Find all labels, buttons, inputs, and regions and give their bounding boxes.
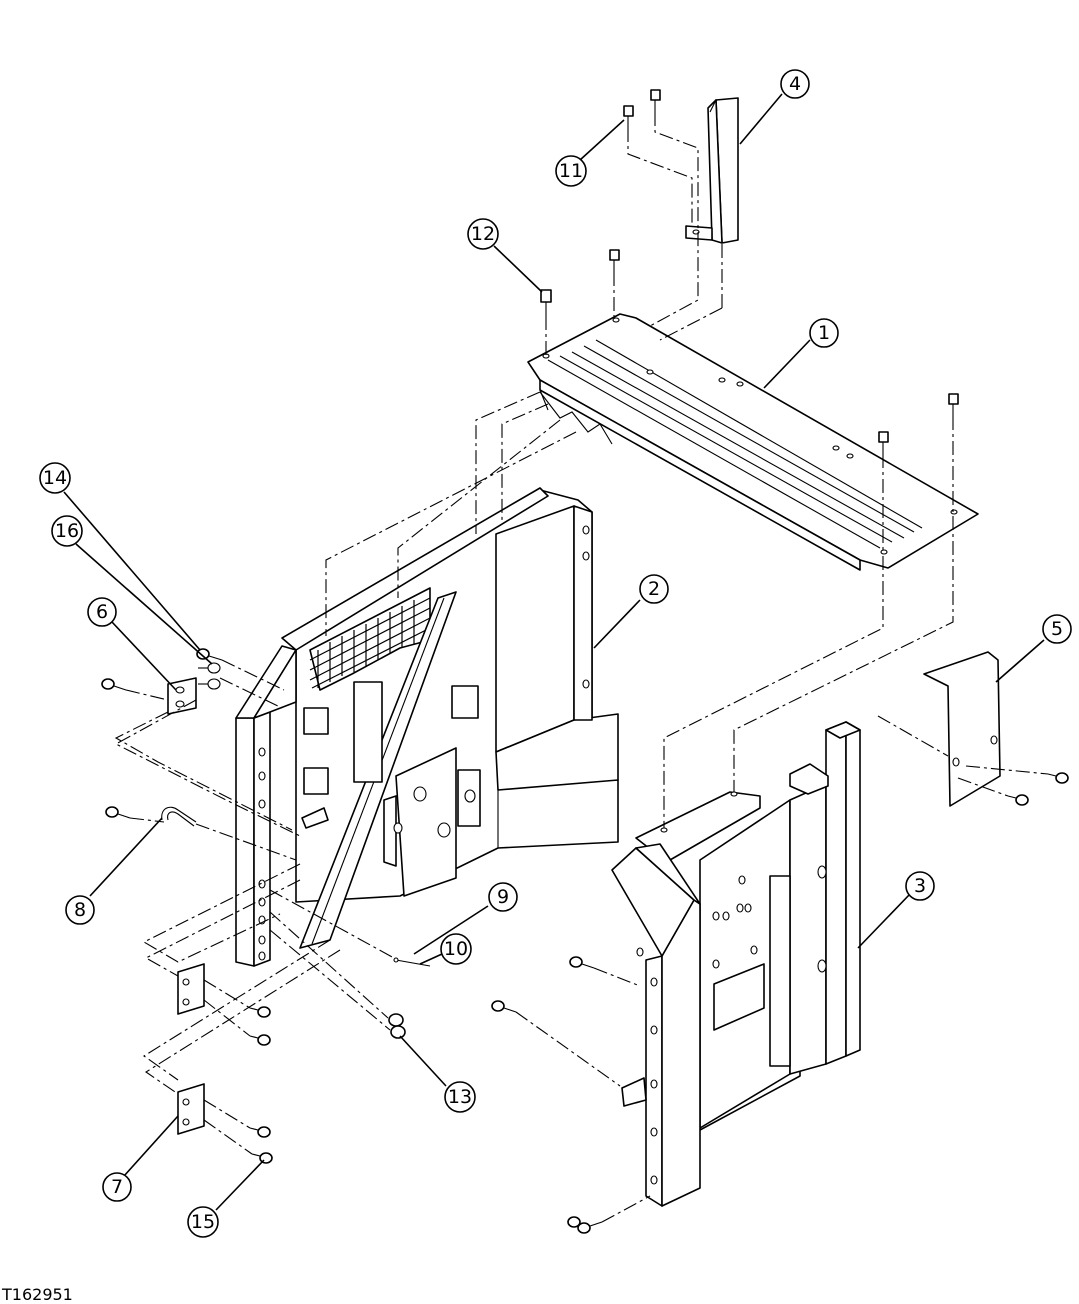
callout-16: 16 [51, 515, 83, 547]
callout-14-label: 14 [43, 467, 67, 489]
part-5-cover-plate [923, 651, 1001, 807]
callout-10: 10 [440, 933, 472, 965]
callout-6-label: 6 [96, 601, 108, 623]
part-4-bracket [685, 97, 739, 244]
callout-16-label: 16 [55, 520, 79, 542]
callout-9: 9 [488, 882, 518, 912]
part-2-left-panel [235, 487, 619, 967]
callout-5: 5 [1042, 614, 1072, 644]
part-7-plate-lower [177, 1083, 205, 1135]
part-16-spacers [198, 662, 221, 690]
callout-4: 4 [780, 69, 810, 99]
callout-14: 14 [39, 462, 71, 494]
figure-id: T162951 [1, 1285, 73, 1304]
part-6-bracket [167, 677, 197, 715]
callout-11: 11 [555, 155, 587, 187]
callout-6: 6 [87, 597, 117, 627]
part-1-top-frame [527, 313, 979, 571]
assembly-lines [114, 112, 1049, 1223]
callouts: 1 2 3 4 5 6 7 8 [39, 69, 1072, 1238]
callout-1-label: 1 [818, 322, 830, 344]
part-8-u-handle [161, 806, 197, 827]
callout-11-label: 11 [559, 160, 583, 182]
part-7-plate-upper [177, 963, 205, 1015]
callout-12-label: 12 [471, 223, 495, 245]
callout-15-label: 15 [191, 1211, 215, 1233]
callout-1: 1 [809, 318, 839, 348]
fasteners [101, 89, 1069, 1234]
callout-3-label: 3 [914, 875, 926, 897]
callout-9-label: 9 [497, 886, 509, 908]
callout-13-label: 13 [448, 1086, 472, 1108]
callout-5-label: 5 [1051, 618, 1063, 640]
callout-leaders [63, 93, 1045, 1211]
callout-2: 2 [639, 574, 669, 604]
callout-4-label: 4 [789, 73, 801, 95]
callout-2-label: 2 [648, 578, 660, 600]
callout-7-label: 7 [111, 1176, 123, 1198]
callout-7: 7 [102, 1172, 132, 1202]
callout-15: 15 [187, 1206, 219, 1238]
callout-13: 13 [444, 1081, 476, 1113]
callout-10-label: 10 [444, 938, 468, 960]
callout-3: 3 [905, 871, 935, 901]
callout-12: 12 [467, 218, 499, 250]
callout-8: 8 [65, 895, 95, 925]
part-3-right-frame [611, 721, 861, 1207]
callout-8-label: 8 [74, 899, 86, 921]
